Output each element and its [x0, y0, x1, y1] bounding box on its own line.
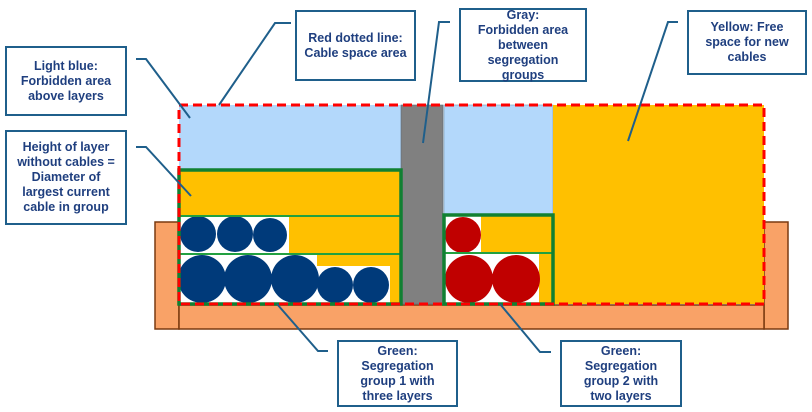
cable-g2-l1-2	[492, 255, 540, 303]
cable-g1-l2-2	[217, 216, 253, 252]
cable-g2-l2-1	[445, 217, 481, 253]
tray-right-wall	[763, 221, 789, 330]
cable-g1-l2-1	[180, 216, 216, 252]
leader-gray	[422, 21, 450, 144]
callout-gray-text: Gray: Forbidden area between segregation…	[477, 7, 569, 82]
callout-group1: Green: Segregation group 1 with three la…	[337, 340, 458, 407]
callout-light-blue: Light blue: Forbidden area above layers	[5, 46, 127, 116]
group1-middle-layer-free	[289, 216, 401, 254]
cable-g1-l1-4	[317, 267, 353, 303]
leader-light-blue	[136, 58, 191, 119]
group1-bottom-layer-free-a	[317, 254, 401, 266]
segregation-group-1	[177, 168, 403, 306]
callout-red-dotted-line: Red dotted line: Cable space area	[295, 10, 416, 81]
cable-g1-l1-1	[178, 255, 226, 303]
group2-border	[442, 213, 555, 306]
callout-light-blue-text: Light blue: Forbidden area above layers	[20, 58, 112, 103]
group1-top-layer-free	[179, 170, 401, 216]
leader-layer-height	[136, 146, 192, 197]
cable-g2-l1-1	[445, 255, 493, 303]
tray-left-wall	[154, 221, 180, 330]
cable-g1-l2-3	[253, 218, 287, 252]
callout-yellow-text: Yellow: Free space for new cables	[705, 20, 789, 64]
callout-layer-height-text: Height of layer without cables = Diamete…	[17, 140, 115, 214]
forbidden-area-between-groups	[400, 104, 444, 305]
leader-group1	[276, 303, 328, 352]
group1-bottom-layer-free-b	[390, 266, 401, 304]
callout-group2-text: Green: Segregation group 2 with two laye…	[583, 343, 659, 403]
leader-yellow	[627, 21, 678, 142]
callout-group2: Green: Segregation group 2 with two laye…	[560, 340, 682, 407]
leader-lines	[136, 21, 678, 353]
cable-g1-l1-3	[271, 255, 319, 303]
callout-yellow: Yellow: Free space for new cables	[687, 10, 807, 75]
callout-red-dotted-line-text: Red dotted line: Cable space area	[304, 30, 407, 60]
leader-red-dotted	[218, 22, 291, 106]
segregation-group-2	[442, 213, 555, 306]
callout-layer-height: Height of layer without cables = Diamete…	[5, 130, 127, 225]
callout-gray: Gray: Forbidden area between segregation…	[459, 8, 587, 82]
free-space-area	[553, 105, 764, 304]
cable-g1-l1-5	[353, 267, 389, 303]
forbidden-area-above-layers-1	[179, 105, 401, 170]
cable-g1-l1-2	[224, 255, 272, 303]
callout-group1-text: Green: Segregation group 1 with three la…	[360, 343, 435, 403]
tray-base	[178, 304, 765, 330]
forbidden-area-above-layers-2	[443, 104, 554, 216]
group2-bottom-layer-free	[539, 253, 553, 304]
leader-group2	[499, 303, 551, 353]
group2-top-layer-free	[481, 215, 553, 253]
